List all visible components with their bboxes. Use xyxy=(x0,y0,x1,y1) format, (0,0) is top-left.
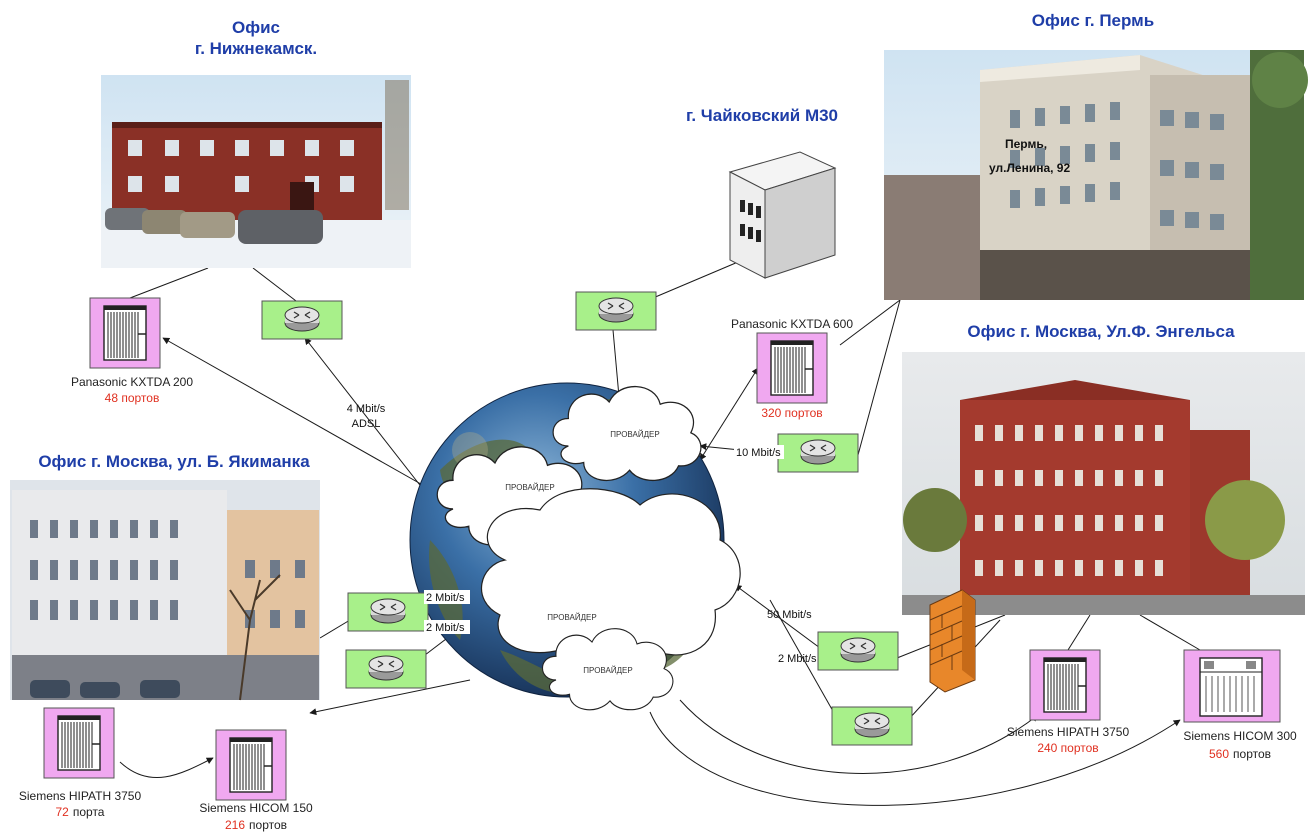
line-perm-pbx-bldg xyxy=(839,299,901,346)
label-kxtda200-ports: 48 портов xyxy=(105,391,160,405)
perm-address-line2: ул.Ленина, 92 xyxy=(989,161,1070,175)
line-eng-50m xyxy=(734,584,821,649)
line-perm-router-bldg xyxy=(857,299,901,456)
line-pbx200-globe xyxy=(162,337,436,493)
title-nizhnekamsk-line1: Офис xyxy=(232,18,280,37)
perm-address-line1: Пермь, xyxy=(1005,137,1047,151)
cloud-left: ПРОВАЙДЕР xyxy=(436,446,591,546)
line-globe-hicom300 xyxy=(649,711,1181,806)
line-hicom300-bldg xyxy=(1139,614,1201,651)
link-adsl-type: ADSL xyxy=(352,418,381,430)
router-perm xyxy=(777,433,859,473)
building-icon-chaikovsky xyxy=(728,151,837,279)
line-adsl xyxy=(304,337,431,499)
label-kxtda200-name: Panasonic KXTDA 200 xyxy=(71,375,193,389)
line-hipath-hicom150 xyxy=(119,757,214,778)
cloud-center: ПРОВАЙДЕР xyxy=(481,488,741,666)
router-yakimanka-1 xyxy=(347,592,429,632)
hipath-yak-ports-num: 72 xyxy=(56,805,70,819)
cloud-bottom-label: ПРОВАЙДЕР xyxy=(583,666,632,675)
title-moscow-engelsa: Офис г. Москва, Ул.Ф. Энгельса xyxy=(967,322,1235,341)
link-yak-top-speed: 2 Mbit/s xyxy=(426,592,465,604)
label-hipath-engelsa-name: Siemens HIPATH 3750 xyxy=(1007,725,1130,739)
label-kxtda600-name: Panasonic KXTDA 600 xyxy=(731,317,853,331)
link-eng-top-speed: 50 Mbit/s xyxy=(767,609,812,621)
photo-moscow-yakimanka xyxy=(10,480,320,701)
line-eng-2m xyxy=(769,599,839,721)
hicom300-ports-word: портов xyxy=(1233,747,1271,761)
hipath-yak-ports-word: порта xyxy=(73,805,105,819)
label-hicom300-ports: 560 портов xyxy=(1209,747,1271,761)
router-engelsa-1 xyxy=(817,631,899,671)
link-yak-top-bg xyxy=(424,590,470,604)
line-hipath-bldg xyxy=(1067,614,1091,651)
photo-moscow-engelsa xyxy=(902,352,1305,615)
hicom150-ports-word: портов xyxy=(249,818,287,832)
cloud-top-label: ПРОВАЙДЕР xyxy=(610,430,659,439)
pbx-siemens-hipath3750-engelsa xyxy=(1029,649,1101,721)
link-adsl-speed: 4 Mbit/s xyxy=(347,403,386,415)
firewall-icon xyxy=(929,589,976,693)
router-chaikovsky xyxy=(575,291,657,331)
link-perm-label-bg xyxy=(734,445,784,459)
label-hipath-yak-name: Siemens HIPATH 3750 xyxy=(19,789,142,803)
router-yakimanka-2 xyxy=(345,649,427,689)
line-yak-router1 xyxy=(319,619,351,639)
line-globe-hipath3750 xyxy=(679,699,1039,774)
pbx-siemens-hipath3750-yakimanka xyxy=(43,707,115,779)
title-perm: Офис г. Пермь xyxy=(1032,11,1154,30)
title-chaikovsky: г. Чайковский М30 xyxy=(686,106,838,125)
link-eng-bottom-speed: 2 Mbit/s xyxy=(778,653,817,665)
title-moscow-yakimanka: Офис г. Москва, ул. Б. Якиманка xyxy=(38,452,310,471)
cloud-left-label: ПРОВАЙДЕР xyxy=(505,483,554,492)
link-perm-speed: 10 Mbit/s xyxy=(736,447,781,459)
pbx-panasonic-kxtda200 xyxy=(89,297,161,369)
label-hicom150-ports: 216 портов xyxy=(225,818,287,832)
pbx-siemens-hicom300 xyxy=(1183,649,1281,723)
link-yak-bottom-speed: 2 Mbit/s xyxy=(426,622,465,634)
line-chaik-building xyxy=(652,261,739,299)
line-nizh-pbx xyxy=(129,267,209,299)
label-hicom150-name: Siemens HICOM 150 xyxy=(199,801,313,815)
photo-nizhnekamsk xyxy=(101,75,411,268)
hicom150-ports-num: 216 xyxy=(225,818,245,832)
line-nizh-router xyxy=(252,267,301,305)
label-kxtda600-ports: 320 портов xyxy=(761,406,822,420)
hicom300-ports-num: 560 xyxy=(1209,747,1229,761)
cloud-bottom: ПРОВАЙДЕР xyxy=(541,628,674,711)
router-nizhnekamsk xyxy=(261,300,343,340)
pbx-panasonic-kxtda600 xyxy=(756,332,828,404)
line-perm-pbx600 xyxy=(699,367,759,461)
cloud-top: ПРОВАЙДЕР xyxy=(552,385,702,482)
label-hipath-engelsa-ports: 240 портов xyxy=(1037,741,1098,755)
cloud-center-label: ПРОВАЙДЕР xyxy=(547,613,596,622)
pbx-siemens-hicom150 xyxy=(215,729,287,801)
link-yak-bottom-bg xyxy=(424,620,470,634)
label-hicom300-name: Siemens HICOM 300 xyxy=(1183,729,1297,743)
router-engelsa-2 xyxy=(831,706,913,746)
photo-perm: Пермь, ул.Ленина, 92 xyxy=(884,50,1308,300)
line-hicom150-globe xyxy=(309,679,471,716)
title-nizhnekamsk-line2: г. Нижнекамск. xyxy=(195,39,317,58)
